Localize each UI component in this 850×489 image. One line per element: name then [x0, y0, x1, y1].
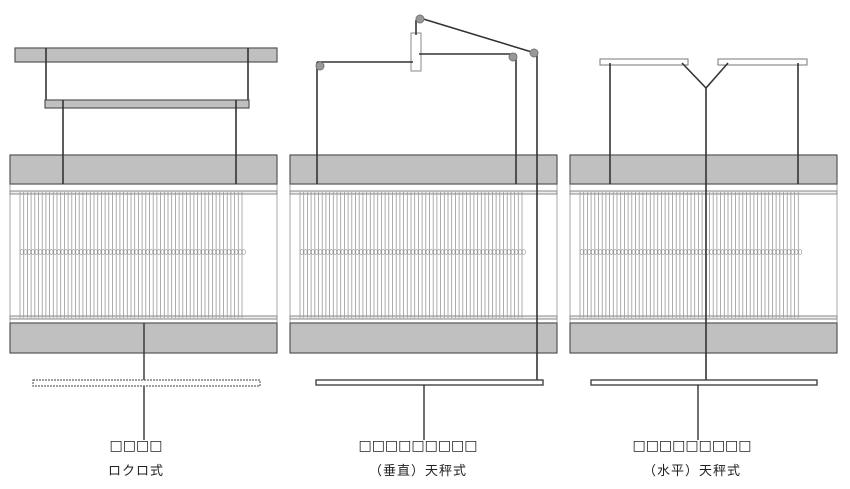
upper-heddle-bar [9, 154, 278, 185]
pulley-icon [415, 14, 425, 24]
heddle-frame [289, 183, 558, 324]
pulley-icon [529, 48, 539, 58]
heddle-bottom-rail [9, 315, 278, 320]
top-roller-bar [14, 47, 278, 63]
lower-heddle-bar [289, 322, 558, 354]
heddle-eye [241, 249, 246, 255]
heddle-top-rail [569, 190, 838, 195]
heddle-frame [569, 183, 838, 324]
right-balance-arm [717, 58, 808, 66]
heddle-bottom-rail [289, 315, 558, 320]
pulley-icon [315, 61, 325, 71]
heddle-eye [521, 249, 526, 255]
panel-code-rokuro: □□□□ [109, 438, 163, 454]
heddle-bottom-rail [569, 315, 838, 320]
pulley-icon [508, 52, 518, 62]
panel-name-rokuro: ロクロ式 [107, 464, 164, 479]
heddle-frame [9, 183, 278, 324]
panel-code-horizontal-tenbin: □□□□□□□□□ [632, 438, 752, 454]
heddle-eye [798, 249, 803, 255]
treadle-bar [32, 379, 261, 387]
treadle-bar [590, 379, 818, 386]
vertical-balance-arm [410, 32, 422, 72]
lower-heddle-bar [569, 322, 838, 354]
rokuro-bar [44, 99, 250, 109]
panel-name-horizontal-tenbin: （水平）天秤式 [642, 464, 741, 479]
panel-name-vertical-tenbin: （垂直）天秤式 [368, 464, 467, 479]
left-balance-arm [599, 58, 689, 66]
heddle-top-rail [9, 190, 278, 195]
heddle-top-rail [289, 190, 558, 195]
cord [419, 17, 536, 54]
upper-heddle-bar [289, 154, 558, 185]
panel-code-vertical-tenbin: □□□□□□□□□ [358, 438, 478, 454]
y-cord [705, 62, 729, 89]
treadle-bar [315, 379, 544, 386]
upper-heddle-bar [569, 154, 838, 185]
y-cord [681, 62, 707, 89]
